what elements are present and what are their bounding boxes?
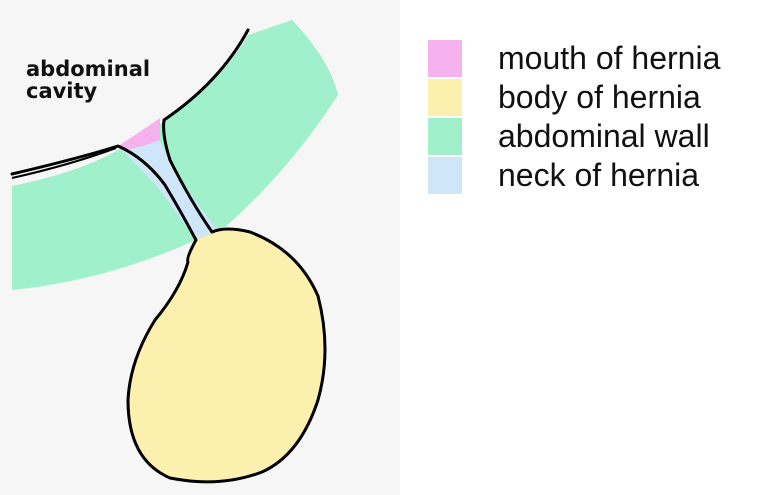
blue-swatch-icon bbox=[428, 157, 462, 194]
cavity-label: abdominal cavity bbox=[26, 58, 150, 102]
cavity-label-line-2: cavity bbox=[26, 80, 150, 102]
legend-item-mouth: mouth of hernia bbox=[428, 39, 720, 78]
legend-label: body of hernia bbox=[498, 79, 701, 116]
yellow-swatch-icon bbox=[428, 79, 462, 116]
legend-label: abdominal wall bbox=[498, 118, 710, 155]
green-swatch-icon bbox=[428, 118, 462, 155]
pink-swatch-icon bbox=[428, 40, 462, 77]
legend-item-wall: abdominal wall bbox=[428, 117, 720, 156]
cavity-label-line-1: abdominal bbox=[26, 58, 150, 80]
legend-label: neck of hernia bbox=[498, 157, 699, 194]
legend-item-body: body of hernia bbox=[428, 78, 720, 117]
legend-item-neck: neck of hernia bbox=[428, 156, 720, 195]
legend: mouth of hernia body of hernia abdominal… bbox=[428, 39, 720, 195]
legend-label: mouth of hernia bbox=[498, 40, 720, 77]
